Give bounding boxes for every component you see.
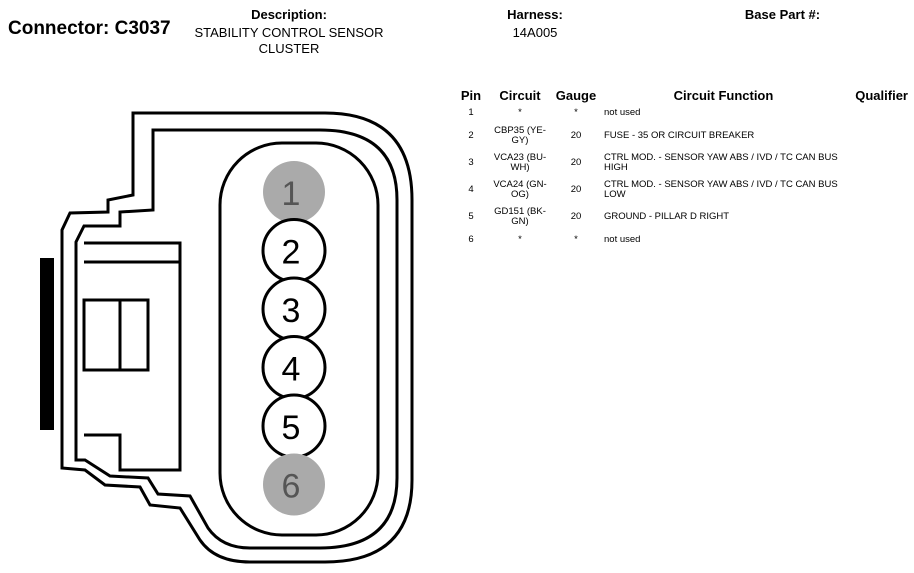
locking-tab [84, 241, 182, 472]
column-header-gauge: Gauge [555, 88, 597, 103]
cell-pin: 3 [468, 156, 474, 168]
cell-function: not used [604, 233, 641, 245]
cell-function: not used [604, 106, 641, 118]
cell-circuit: GD151 (BK-GN) [494, 205, 546, 227]
table-row: 1 * * not used [453, 103, 908, 122]
cell-qualifier [846, 203, 908, 230]
table-row: 3 VCA23 (BU-WH) 20 CTRL MOD. - SENSOR YA… [453, 149, 908, 176]
cell-circuit: CBP35 (YE-GY) [494, 124, 546, 146]
cell-pin: 6 [468, 233, 474, 245]
cell-qualifier [846, 230, 908, 249]
cell-qualifier [846, 103, 908, 122]
housing-edge-bar [40, 258, 54, 430]
cell-gauge: 20 [570, 183, 582, 195]
cell-qualifier [846, 149, 908, 176]
description-label: Description: [251, 7, 327, 22]
cell-pin: 5 [468, 210, 474, 222]
housing-inner [74, 128, 399, 550]
harness-value: 14A005 [512, 25, 558, 40]
cell-gauge: 20 [570, 156, 582, 168]
base-part-label: Base Part #: [744, 7, 821, 22]
cell-function: CTRL MOD. - SENSOR YAW ABS / IVD / TC CA… [604, 151, 838, 173]
pin-group: 1 2 3 4 5 6 [261, 161, 327, 516]
cell-qualifier [846, 122, 908, 149]
harness-label: Harness: [507, 7, 563, 22]
connector-title: Connector: C3037 [8, 18, 171, 39]
cell-circuit: VCA24 (GN-OG) [493, 178, 547, 200]
table-row: 2 CBP35 (YE-GY) 20 FUSE - 35 OR CIRCUIT … [453, 122, 908, 149]
cell-gauge: 20 [570, 129, 582, 141]
cell-pin: 4 [468, 183, 474, 195]
pin-3-label: 3 [282, 292, 301, 330]
cell-gauge: * [574, 233, 578, 245]
housing-outer [60, 111, 414, 564]
column-header-circuit-function: Circuit Function [673, 88, 774, 103]
pin-cavity [218, 141, 380, 537]
pin-4-label: 4 [282, 351, 301, 389]
cell-pin: 1 [468, 106, 474, 118]
cell-circuit: * [518, 233, 522, 245]
cell-gauge: * [574, 106, 578, 118]
cell-qualifier [846, 176, 908, 203]
pin-table-header-row: Pin Circuit Gauge Circuit Function Quali… [453, 86, 908, 103]
column-header-pin: Pin [460, 88, 482, 103]
cell-circuit: * [518, 106, 522, 118]
column-header-qualifier: Qualifier [855, 88, 908, 103]
pin-table: Pin Circuit Gauge Circuit Function Quali… [453, 86, 908, 249]
cell-pin: 2 [468, 129, 474, 141]
cell-gauge: 20 [570, 210, 582, 222]
pin-2-label: 2 [282, 234, 301, 272]
pin-1-circle [263, 161, 325, 223]
table-row: 4 VCA24 (GN-OG) 20 CTRL MOD. - SENSOR YA… [453, 176, 908, 203]
table-row: 5 GD151 (BK-GN) 20 GROUND - PILLAR D RIG… [453, 203, 908, 230]
table-row: 6 * * not used [453, 230, 908, 249]
pin-5-label: 5 [282, 409, 301, 447]
connector-housing [60, 111, 414, 564]
latch-window [82, 298, 150, 372]
description-value: STABILITY CONTROL SENSOR CLUSTER [194, 25, 384, 56]
column-header-circuit: Circuit [499, 88, 541, 103]
cell-function: CTRL MOD. - SENSOR YAW ABS / IVD / TC CA… [604, 178, 838, 200]
pin-1-label: 1 [282, 175, 301, 213]
connector-diagram: 1 2 3 4 5 6 [40, 111, 414, 564]
cell-function: GROUND - PILLAR D RIGHT [604, 210, 730, 222]
cell-circuit: VCA23 (BU-WH) [493, 151, 547, 173]
pin-6-circle [263, 453, 325, 516]
cell-function: FUSE - 35 OR CIRCUIT BREAKER [604, 129, 755, 141]
pin-6-label: 6 [282, 468, 301, 506]
